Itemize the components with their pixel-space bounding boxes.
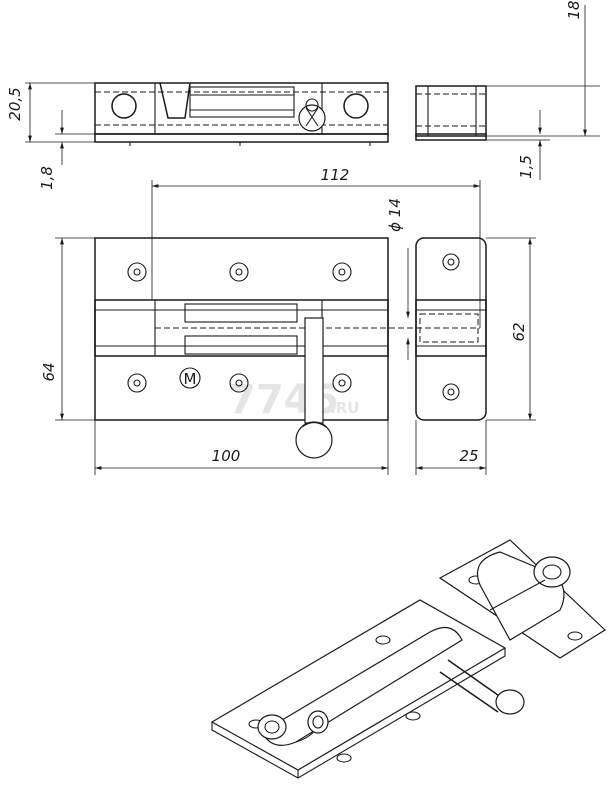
dimension-base-width: 100: [94, 420, 389, 475]
side-view: [94, 82, 389, 146]
dimension-strike-length: 62: [486, 237, 536, 421]
dimension-strike-height: 18: [486, 0, 600, 137]
watermark-suffix: .RU: [330, 399, 359, 417]
dim-label-strike-height: 18: [565, 0, 583, 19]
dimension-plate-thickness: 1,8: [38, 110, 95, 190]
dimension-strike-width: 25: [415, 420, 487, 475]
dim-label-base-height: 64: [40, 362, 58, 381]
strike-side-view: [415, 85, 487, 141]
dim-label-strike-length: 62: [510, 322, 528, 341]
dimension-bolt-diameter: ϕ 14: [386, 198, 410, 360]
dim-label-bolt-diameter: ϕ 14: [386, 198, 404, 232]
dim-label-strike-width: 25: [459, 447, 478, 465]
front-view-base: M: [94, 237, 480, 459]
screw-hole-group: [127, 262, 352, 393]
dimension-bolt-length: 112: [151, 166, 481, 328]
isometric-view: [210, 539, 606, 779]
dimension-strike-thickness: 1,5: [486, 110, 550, 180]
brand-mark-icon: [179, 367, 201, 389]
dim-label-overall-height: 20,5: [6, 87, 24, 120]
dim-label-strike-thickness: 1,5: [517, 155, 535, 179]
dimension-overall-height: 20,5: [6, 82, 95, 143]
dim-label-base-width: 100: [212, 447, 241, 465]
brand-mark-text: M: [184, 370, 197, 388]
dimension-base-height: 64: [40, 237, 95, 421]
front-view-strike: [415, 237, 487, 421]
dim-label-plate-thickness: 1,8: [38, 166, 56, 190]
dim-label-bolt-length: 112: [321, 166, 350, 184]
